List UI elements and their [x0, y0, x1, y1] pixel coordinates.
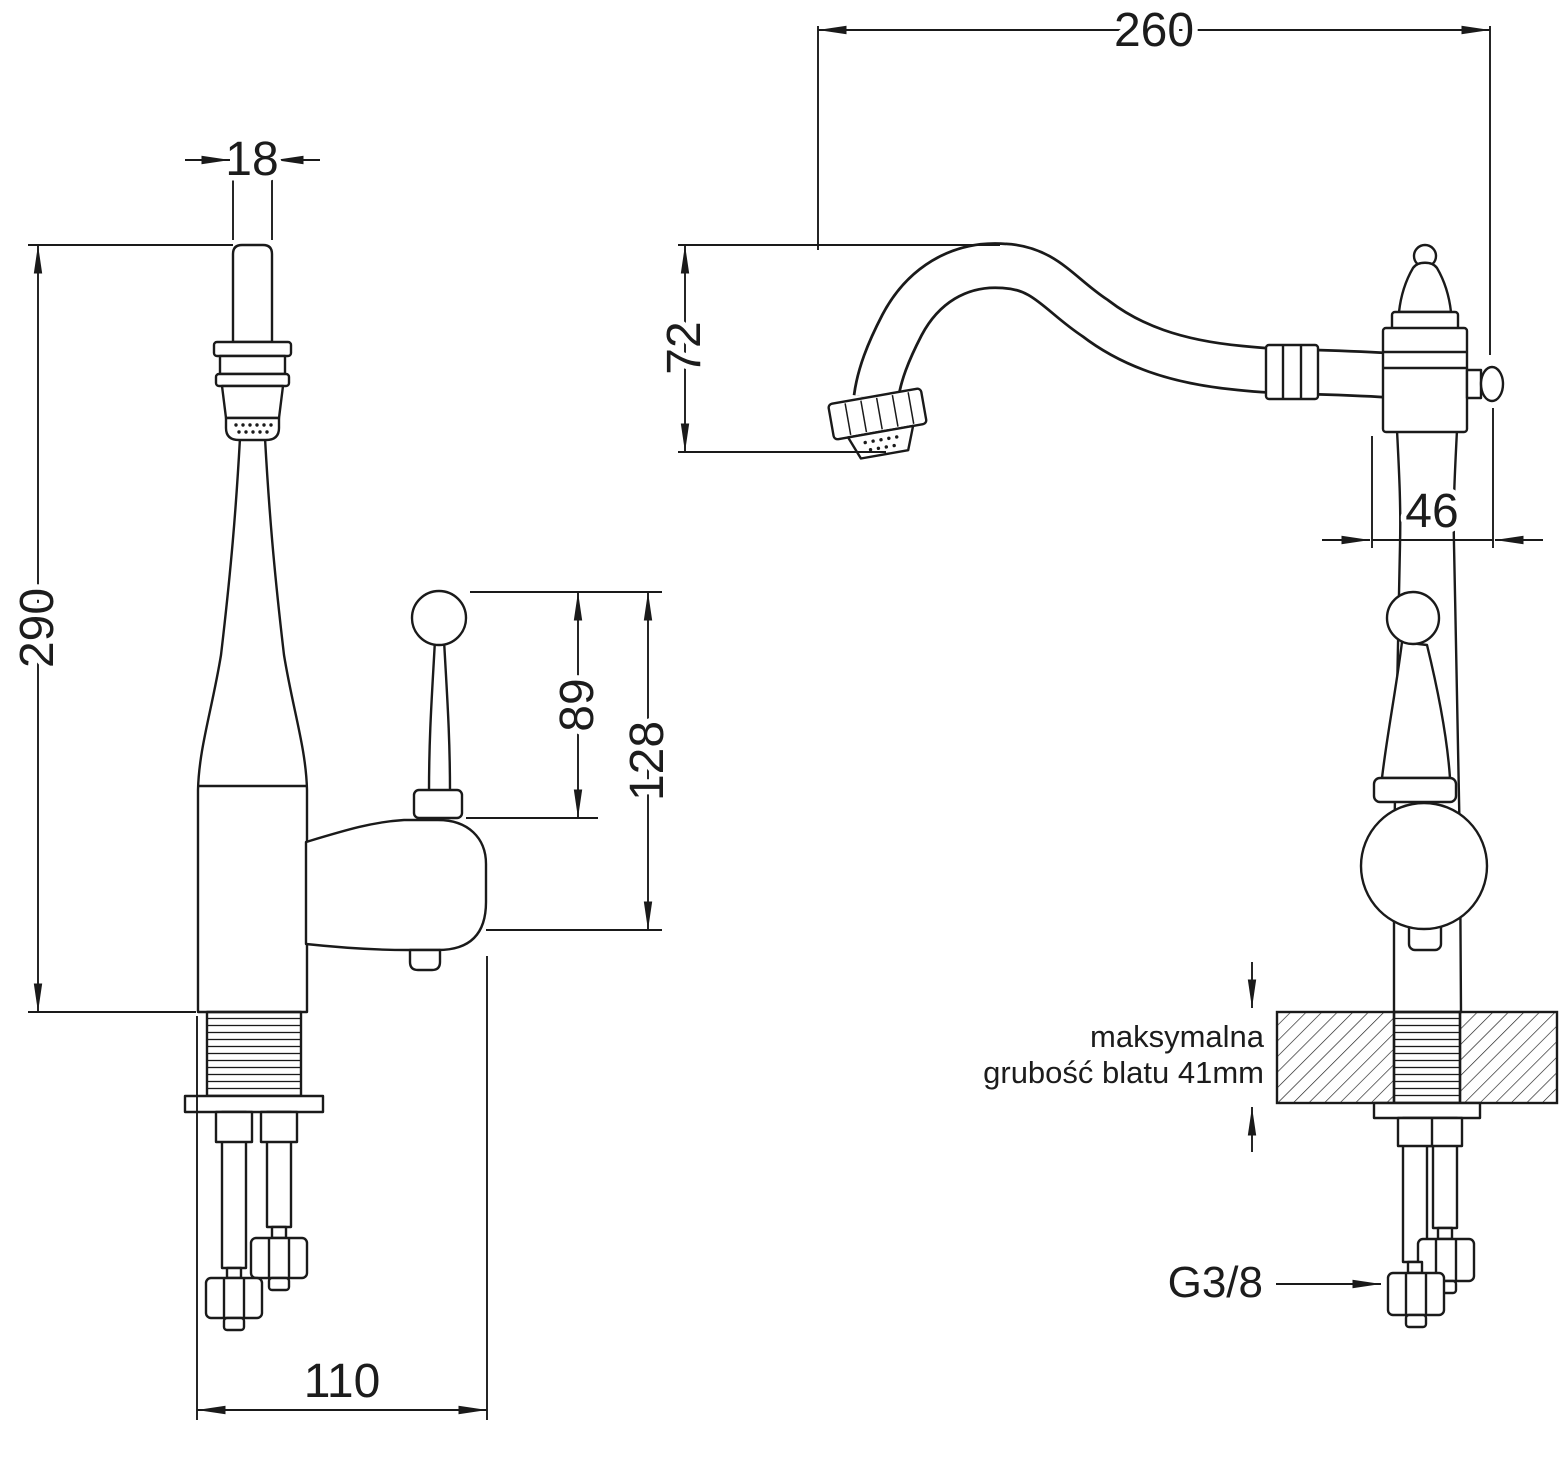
counter-note-line1: maksymalna: [1090, 1019, 1265, 1054]
dim-label-290: 290: [11, 588, 64, 668]
dimension-128: 128: [486, 592, 680, 931]
dimension-290: 290: [6, 244, 233, 1013]
side-view: [827, 243, 1559, 1329]
faucet-body-front: [196, 436, 309, 1014]
dimension-110: 110: [196, 956, 488, 1420]
aerator-mesh-dots: [234, 423, 273, 434]
side-knob: [1479, 365, 1505, 403]
shank-side: [1372, 1010, 1482, 1120]
handle-side: [1359, 590, 1489, 952]
spout-outlet: [827, 387, 928, 460]
lever-ball-side: [1385, 590, 1441, 646]
countertop: [1275, 1010, 1559, 1105]
dimension-72: 72: [653, 244, 1000, 453]
supply-hoses-front: [204, 1110, 309, 1332]
dim-label-72: 72: [658, 321, 711, 374]
counter-note-line2: grubość blatu 41mm: [983, 1055, 1264, 1090]
dim-label-110: 110: [304, 1355, 381, 1408]
pivot-ball-side: [1359, 801, 1489, 931]
supply-hoses-side: [1386, 1116, 1476, 1329]
dim-label-46: 46: [1405, 485, 1458, 538]
thread-size-label: G3/8: [1168, 1258, 1263, 1307]
dimension-18: 18: [185, 128, 320, 240]
head-side: [1381, 243, 1505, 434]
dim-label-260: 260: [1114, 4, 1194, 57]
lever-ball-front: [410, 589, 468, 647]
dim-label-18: 18: [225, 133, 278, 186]
shank-front: [183, 1010, 325, 1114]
dimension-89: 89: [466, 591, 662, 819]
dimension-260: 260: [817, 0, 1491, 355]
spout-front: [212, 243, 293, 442]
dimension-46: 46: [1322, 408, 1543, 548]
spout-side: [827, 266, 1400, 460]
countertop-thickness-callout: maksymalna grubość blatu 41mm: [979, 962, 1269, 1152]
thread-size-callout: G3/8: [1163, 1253, 1381, 1312]
dim-label-89: 89: [551, 678, 604, 731]
handle-front: [304, 589, 488, 972]
front-view: [183, 243, 488, 1332]
dim-label-128: 128: [621, 721, 674, 801]
